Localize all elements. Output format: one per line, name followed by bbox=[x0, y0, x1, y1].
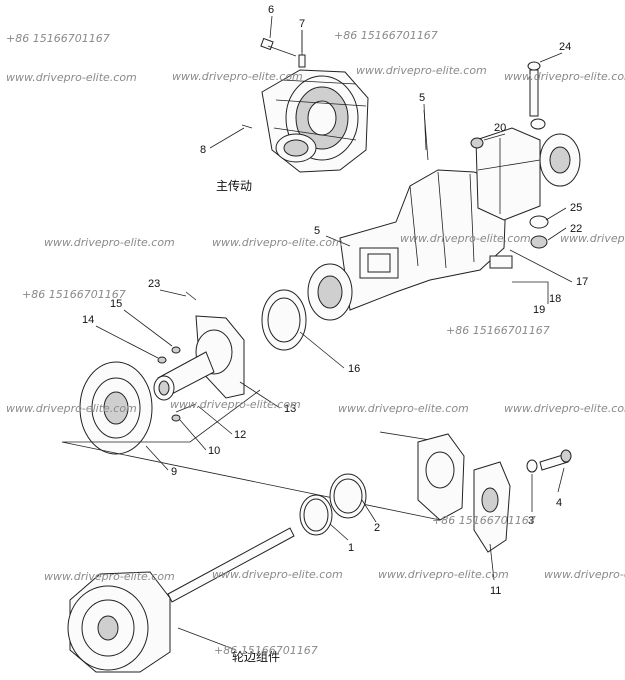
callout-23: 23 bbox=[148, 278, 160, 290]
callout-6: 6 bbox=[268, 4, 274, 16]
callout-5-top: 5 bbox=[419, 92, 425, 104]
watermark-site: www.drivepro-elite.com bbox=[212, 236, 343, 249]
callout-2: 2 bbox=[374, 522, 380, 534]
callout-19: 19 bbox=[533, 304, 545, 316]
caption-hub-assembly: 轮边组件 bbox=[232, 650, 280, 664]
callout-11: 11 bbox=[490, 585, 501, 597]
spindle-flange-13 bbox=[153, 291, 245, 422]
callout-8: 8 bbox=[200, 144, 206, 156]
watermark-phone: +86 15166701167 bbox=[446, 324, 550, 337]
callout-20: 20 bbox=[494, 122, 506, 134]
callout-25: 25 bbox=[570, 202, 582, 214]
watermark-site: www.drivepro-elite.com bbox=[356, 64, 487, 77]
leader-lines bbox=[95, 15, 573, 581]
watermark-site: www.drivepro-elite.com bbox=[338, 402, 469, 415]
callout-24: 24 bbox=[559, 41, 571, 53]
callout-5-mid: 5 bbox=[314, 225, 320, 237]
callout-4: 4 bbox=[556, 497, 562, 509]
callout-labels: 6 7 8 5 20 24 25 22 5 17 18 19 23 15 14 … bbox=[82, 4, 588, 597]
brake-caliper-11 bbox=[417, 433, 572, 553]
callout-10: 10 bbox=[208, 445, 220, 457]
callout-15: 15 bbox=[110, 298, 122, 310]
callout-17: 17 bbox=[576, 276, 588, 288]
watermark-site: www.drivepro-elite.com bbox=[504, 402, 625, 415]
callout-16: 16 bbox=[348, 363, 360, 375]
callout-9: 9 bbox=[171, 466, 177, 478]
watermark-phone: +86 15166701167 bbox=[432, 514, 536, 527]
brake-disc-9 bbox=[79, 361, 153, 455]
gasket-16 bbox=[261, 289, 307, 351]
watermark-site: www.drivepro-elite.com bbox=[44, 236, 175, 249]
watermark-site: www.drivepro-elite.com bbox=[504, 70, 625, 83]
watermark-phone: +86 15166701167 bbox=[334, 29, 438, 42]
callout-13: 13 bbox=[284, 403, 296, 415]
callout-22: 22 bbox=[570, 223, 582, 235]
watermark-site: www.drivepro-elite.com bbox=[6, 71, 137, 84]
watermark-site: www.drivepro-elite.com bbox=[44, 570, 175, 583]
watermark-phone: +86 15166701167 bbox=[6, 32, 110, 45]
watermark-site: www.drivepro-elite.com bbox=[172, 70, 303, 83]
watermark-phone: +86 15166701167 bbox=[214, 644, 318, 657]
seal-rings bbox=[299, 473, 367, 536]
half-shaft bbox=[167, 527, 295, 603]
callout-1: 1 bbox=[348, 542, 354, 554]
callout-14: 14 bbox=[82, 314, 94, 326]
watermark-site: www.drivepro-elite.com bbox=[212, 568, 343, 581]
watermark-phone: +86 15166701167 bbox=[22, 288, 126, 301]
watermark-site: www.drivepro-elite.com bbox=[170, 398, 301, 411]
watermark-site: www.drivepro-elite.com bbox=[6, 402, 137, 415]
watermark-layer: +86 15166701167 +86 15166701167 www.driv… bbox=[6, 29, 625, 657]
main-drive-assembly bbox=[241, 30, 369, 173]
callout-18: 18 bbox=[549, 293, 561, 305]
watermark-site: www.drivepro-elite.com bbox=[378, 568, 509, 581]
callout-7: 7 bbox=[299, 18, 305, 30]
watermark-site: www.drivepro-elite.com bbox=[560, 232, 625, 245]
watermark-site: www.drivepro-elite.com bbox=[544, 568, 625, 581]
caption-main-drive: 主传动 bbox=[216, 178, 252, 193]
leader-frame-lines bbox=[61, 281, 549, 521]
axle-housing bbox=[307, 61, 581, 321]
wheel-hub-assembly bbox=[67, 571, 237, 673]
watermark-site: www.drivepro-elite.com bbox=[400, 232, 531, 245]
callout-3: 3 bbox=[528, 515, 534, 527]
callout-12: 12 bbox=[234, 429, 246, 441]
